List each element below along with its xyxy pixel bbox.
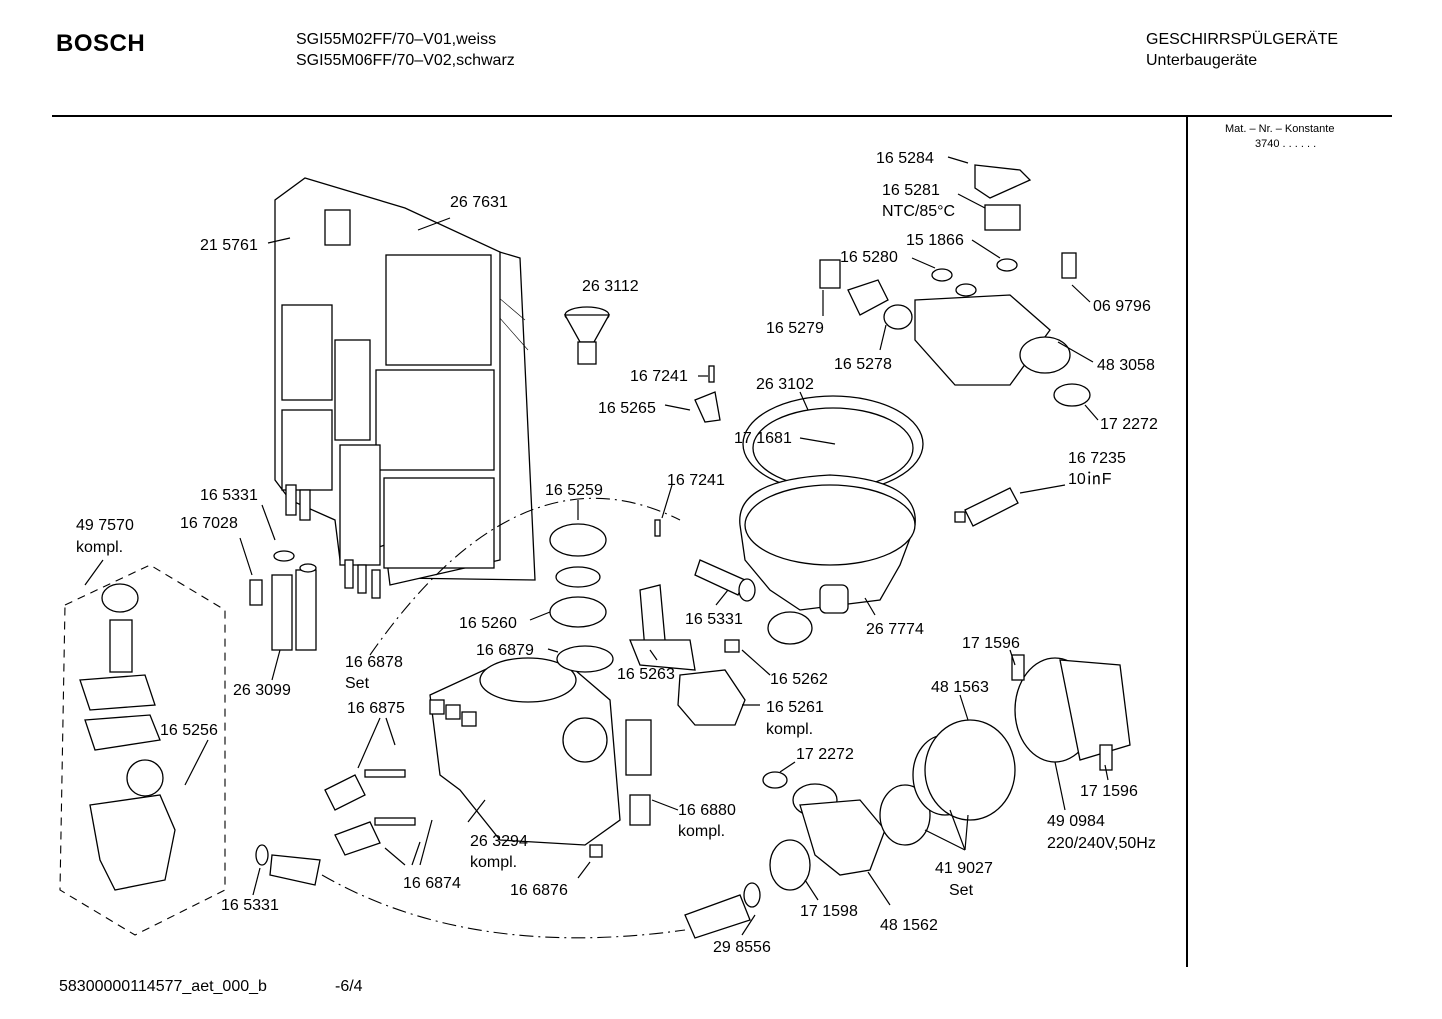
label-part-22-note: kompl.: [76, 539, 123, 556]
sensor-group-drawing: [819, 164, 1091, 407]
short-hose-drawing: [694, 559, 756, 602]
label-part-14: 26 3102: [756, 376, 814, 393]
level-control-assembly-drawing: [59, 564, 226, 936]
label-part-29: 16 5262: [770, 671, 828, 688]
label-part-34: 16 5261: [766, 699, 824, 716]
label-part-28: 16 5263: [617, 666, 675, 683]
label-part-27: 16 6879: [476, 642, 534, 659]
label-part-17-note: 10㏌F: [1068, 471, 1112, 488]
label-part-23: 16 5260: [459, 615, 517, 632]
label-part-19: 16 7028: [180, 515, 238, 532]
drain-hoses-drawing: [255, 844, 761, 939]
label-part-9: 17 2272: [1100, 416, 1158, 433]
header-divider: [52, 115, 1392, 117]
label-part-34-note: kompl.: [766, 721, 813, 738]
label-part-42: 16 6874: [403, 875, 461, 892]
label-part-22: 49 7570: [76, 517, 134, 534]
label-part-38-note: kompl.: [678, 823, 725, 840]
label-part-36: 17 2272: [796, 746, 854, 763]
category-title: GESCHIRRSPÜLGERÄTE: [1146, 31, 1339, 48]
part-labels: 16 5284 16 5281 NTC/85°C 15 1866 16 5280…: [76, 150, 1158, 956]
label-part-46: 48 1562: [880, 917, 938, 934]
model-line-2: SGI55M06FF/70–V02,schwarz: [296, 52, 515, 69]
label-part-10: 26 7631: [450, 194, 508, 211]
label-part-8: 48 3058: [1097, 357, 1155, 374]
label-part-43: 16 6876: [510, 882, 568, 899]
document-id: 58300000114577_aet_000_b: [59, 978, 267, 995]
circulation-pump-drawing: [762, 719, 1016, 891]
label-part-24: 16 5331: [685, 611, 743, 628]
brand-logo: BOSCH: [56, 30, 146, 57]
label-part-39-note: kompl.: [470, 854, 517, 871]
label-part-44: 16 5331: [221, 897, 279, 914]
label-part-6: 16 5279: [766, 320, 824, 337]
water-tank-drawing: [274, 177, 501, 599]
page-number: -6/4: [335, 978, 363, 995]
leader-lines: [84, 156, 1109, 936]
label-part-26-note: Set: [345, 675, 370, 692]
label-part-37: 17 1596: [1080, 783, 1138, 800]
category-subtitle: Unterbaugeräte: [1146, 52, 1258, 69]
screw-clip-drawing: [654, 365, 721, 537]
valves-drawing: [324, 769, 416, 856]
label-part-13: 16 7241: [630, 368, 688, 385]
label-part-7: 16 5278: [834, 356, 892, 373]
label-part-30: 17 1596: [962, 635, 1020, 652]
label-part-5: 06 9796: [1093, 298, 1151, 315]
filter-rings-drawing: [549, 523, 614, 673]
label-part-18: 16 5331: [200, 487, 258, 504]
pump-housing-drawing: [429, 657, 621, 846]
connection-line-lower: [321, 874, 686, 939]
connection-line-upper: [369, 497, 681, 656]
label-part-40: 49 0984: [1047, 813, 1105, 830]
label-part-4: 16 5280: [840, 249, 898, 266]
label-part-11: 21 5761: [200, 237, 258, 254]
label-part-16: 17 1681: [734, 430, 792, 447]
label-part-35: 16 5256: [160, 722, 218, 739]
label-part-47: 29 8556: [713, 939, 771, 956]
label-part-3: 15 1866: [906, 232, 964, 249]
label-part-17: 16 7235: [1068, 450, 1126, 467]
capacitor-drawing: [954, 487, 1019, 527]
label-part-40-note: 220/240V,50Hz: [1047, 835, 1156, 852]
label-part-41-note: Set: [949, 882, 974, 899]
label-part-32: 48 1563: [931, 679, 989, 696]
model-line-1: SGI55M02FF/70–V01,weiss: [296, 31, 497, 48]
heater-pump-drawing: [1011, 654, 1131, 771]
label-part-26: 16 6878: [345, 654, 403, 671]
label-part-25: 26 7774: [866, 621, 924, 638]
label-part-2-note: NTC/85°C: [882, 203, 955, 220]
mat-label: Mat. – Nr. – Konstante: [1225, 123, 1335, 135]
label-part-45: 17 1598: [800, 903, 858, 920]
label-part-1: 16 5284: [876, 150, 934, 167]
float-sensor-drawing: [589, 719, 652, 858]
label-part-2: 16 5281: [882, 182, 940, 199]
label-part-12: 26 3112: [582, 278, 639, 295]
side-panel-divider: [1186, 117, 1188, 967]
label-part-20: 16 5259: [545, 482, 603, 499]
mat-value: 3740 . . . . . .: [1255, 138, 1317, 150]
funnel-drawing: [563, 306, 611, 365]
label-part-21: 16 7241: [667, 472, 725, 489]
label-part-31: 26 3099: [233, 682, 291, 699]
label-part-41: 41 9027: [935, 860, 993, 877]
label-part-38: 16 6880: [678, 802, 736, 819]
label-part-33: 16 6875: [347, 700, 405, 717]
hoses-drawing: [249, 550, 317, 651]
label-part-15: 16 5265: [598, 400, 656, 417]
exploded-parts-diagram: 16 5284 16 5281 NTC/85°C 15 1866 16 5280…: [59, 150, 1158, 956]
regeneration-unit-drawing: [629, 584, 746, 726]
label-part-39: 26 3294: [470, 833, 528, 850]
